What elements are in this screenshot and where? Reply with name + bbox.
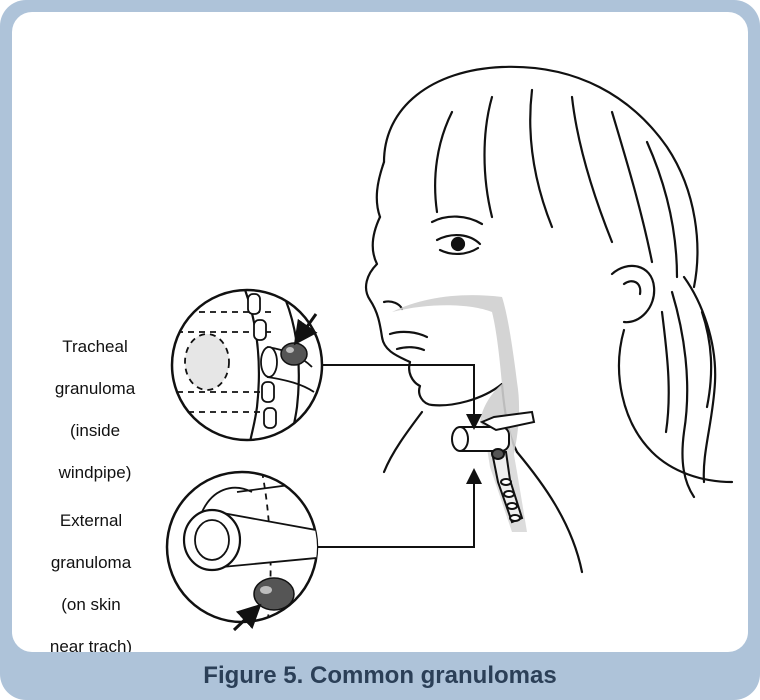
figure-caption: Figure 5. Common granulomas <box>0 652 760 700</box>
external-magnifier <box>167 472 474 630</box>
tracheal-label-line1: Tracheal <box>26 336 164 357</box>
tracheal-granuloma-label: Tracheal granuloma (inside windpipe) <box>26 315 164 504</box>
tracheal-label-line2: granuloma <box>26 378 164 399</box>
external-label-line1: External <box>22 510 160 531</box>
tracheal-granuloma <box>281 343 307 365</box>
external-label-line4: near trach) <box>22 636 160 652</box>
child-head-drawing <box>366 67 732 572</box>
tracheal-label-line4: windpipe) <box>26 462 164 483</box>
external-label-line3: (on skin <box>22 594 160 615</box>
tracheal-label-line3: (inside <box>26 420 164 441</box>
tracheal-magnifier <box>172 287 474 442</box>
external-granuloma-label: External granuloma (on skin near trach) <box>22 489 160 652</box>
illustration-panel: Tracheal granuloma (inside windpipe) Ext… <box>12 12 748 652</box>
external-label-line2: granuloma <box>22 552 160 573</box>
external-granuloma <box>254 578 294 610</box>
